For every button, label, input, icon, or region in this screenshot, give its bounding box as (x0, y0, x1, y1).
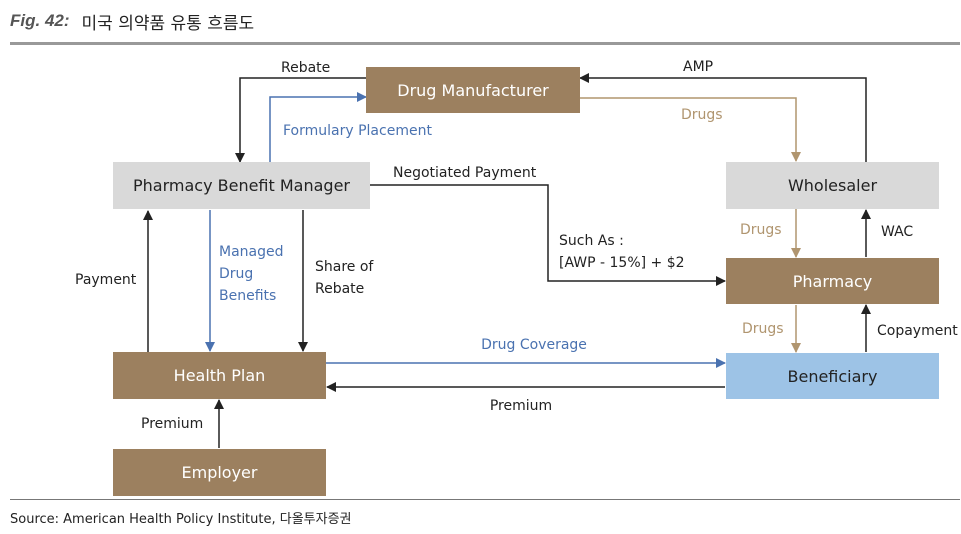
label-payment: Payment (75, 272, 137, 288)
node-beneficiary: Beneficiary (726, 353, 939, 399)
label-negotiated-payment: Negotiated Payment (393, 165, 537, 181)
label-drugs-to-wholesaler: Drugs (681, 107, 723, 123)
node-drug-manufacturer: Drug Manufacturer (366, 67, 580, 113)
arrow-drugs-to-wholesaler (580, 97, 801, 162)
node-wholesaler: Wholesaler (726, 162, 939, 209)
label-such-as-line1: Such As : (559, 233, 624, 249)
label-share-line1: Share of (315, 259, 374, 275)
source-note: Source: American Health Policy Institute… (10, 512, 352, 527)
arrow-amp (579, 73, 867, 162)
label-copayment: Copayment (877, 323, 958, 339)
label-wac: WAC (881, 224, 914, 240)
arrow-negotiated-payment (370, 184, 726, 286)
arrow-formulary-placement (269, 92, 367, 162)
node-pharmacy: Pharmacy (726, 258, 939, 304)
label-managed-line1: Managed (219, 244, 284, 260)
arrow-rebate (235, 77, 366, 163)
figure-title-text: 미국 의약품 유통 흐름도 (81, 13, 255, 34)
label-share-line2: Rebate (315, 281, 365, 297)
label-drug-coverage: Drug Coverage (481, 337, 587, 353)
label-drugs-to-pharmacy: Drugs (740, 222, 782, 238)
node-employer: Employer (113, 449, 326, 496)
label-premium-beneficiary: Premium (489, 398, 553, 414)
label-premium-employer: Premium (141, 416, 204, 432)
node-pharmacy-benefit-manager: Pharmacy Benefit Manager (113, 162, 370, 209)
label-rebate: Rebate (281, 60, 331, 76)
label-drugs-to-beneficiary: Drugs (742, 321, 784, 337)
label-amp: AMP (683, 59, 714, 75)
label-managed-line2: Drug (219, 266, 254, 282)
bottom-rule (10, 499, 960, 500)
figure-title: Fig. 42: 미국 의약품 유통 흐름도 (10, 8, 254, 34)
figure-number: Fig. 42: (10, 11, 70, 30)
label-managed-line3: Benefits (219, 288, 277, 304)
label-formulary-placement: Formulary Placement (283, 123, 432, 139)
label-such-as-line2: [AWP - 15%] + $2 (559, 255, 685, 271)
node-health-plan: Health Plan (113, 352, 326, 399)
top-rule (10, 42, 960, 45)
